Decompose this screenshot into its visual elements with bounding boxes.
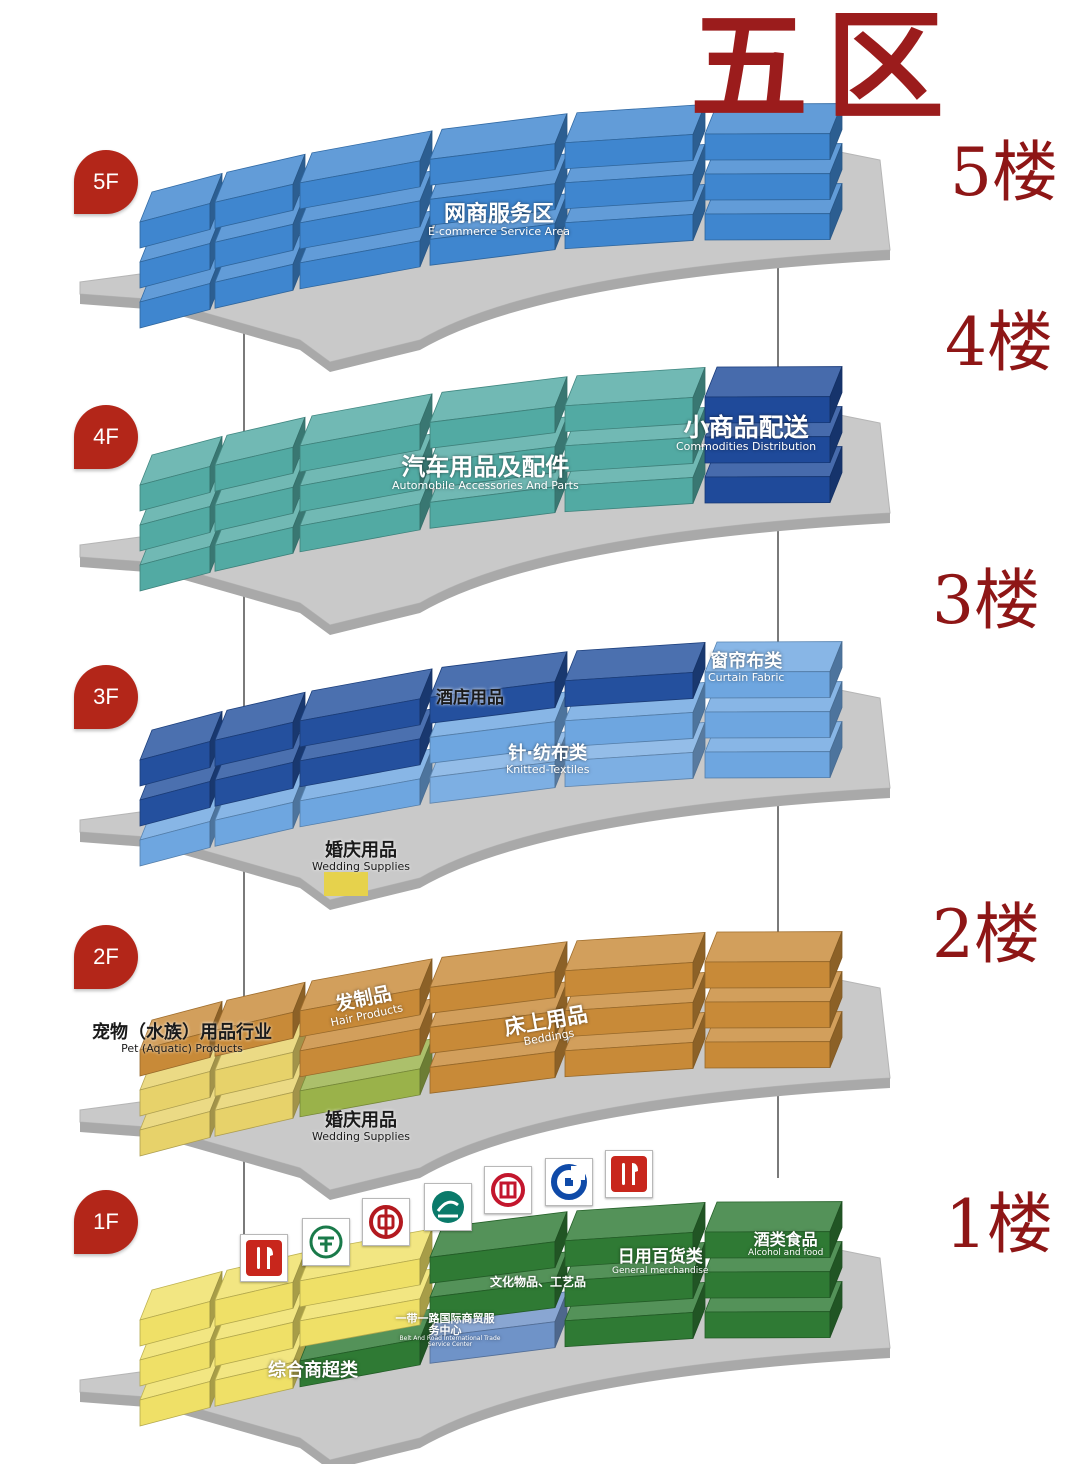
floor-2f-stall-15 (429, 941, 568, 1014)
zone-name: 宠物（水族）用品行业 (92, 1022, 272, 1043)
zone-label-automobile-accessories: 汽车用品及配件 Automobile Accessories And Parts (392, 453, 579, 493)
floor-badge-3f[interactable]: 3F (74, 665, 138, 729)
floor-label-2: 2楼 (932, 896, 1040, 973)
zone-label-ecommerce-service: 网商服务区 E-commerce Service Area (428, 203, 570, 238)
zone-name-en: E-commerce Service Area (428, 225, 570, 239)
floor-badge-1f[interactable]: 1F (74, 1190, 138, 1254)
zone-name: 婚庆用品 (325, 840, 397, 861)
floor-2f-stall-17 (704, 931, 843, 989)
floor-3f-stall-13 (214, 691, 306, 767)
floor-1f-stall-16 (564, 1201, 706, 1268)
floor-5f-stall-17 (704, 103, 843, 161)
floor-label-4: 4楼 (945, 304, 1053, 381)
agricultural-bank-icon[interactable] (424, 1183, 472, 1231)
zone-name-en: Automobile Accessories And Parts (392, 479, 579, 493)
zone-title: 五区 (690, 0, 963, 136)
floor-4f-stall-13 (214, 416, 306, 492)
zone-name-en: Pet (Aquatic) Products (121, 1041, 243, 1055)
zone-name-en: Alcohol and food (748, 1247, 824, 1258)
floor-badge-4f[interactable]: 4F (74, 405, 138, 469)
zone-name-en: Commodities Distribution (676, 440, 817, 454)
floor-2f-stall-12 (139, 1000, 223, 1077)
floor-2f-stall-13 (214, 981, 306, 1057)
zone-name: 针·纺布类 (508, 743, 588, 764)
bank-of-china-glyph (369, 1205, 403, 1239)
zone-name: 婚庆用品 (325, 1110, 397, 1131)
zone-name-en: Curtain Fabric (708, 670, 785, 684)
floor-label-1: 1楼 (945, 1186, 1053, 1263)
zone-name: 汽车用品及配件 (401, 453, 570, 481)
floor-1f (79, 1201, 891, 1464)
floor-4f-stall-15 (429, 376, 568, 449)
floor-label-5: 5楼 (950, 134, 1058, 211)
floor-1f-stall-15 (429, 1211, 568, 1284)
zone-name: 一带一路国际商贸服务中心 (395, 1312, 495, 1337)
zone-name-en: Knitted-Textiles (506, 762, 590, 776)
icbc-bank-icon[interactable] (484, 1166, 532, 1214)
postal-bank-glyph (309, 1225, 343, 1259)
zone-name: 酒类食品 (753, 1230, 818, 1249)
zone-label-pet-products: 宠物（水族）用品行业 Pet (Aquatic) Products (92, 1022, 272, 1055)
floor-3f-small-block (324, 872, 368, 896)
zone-label-alcohol-food: 酒类食品 Alcohol and food (748, 1230, 824, 1258)
zone-label-curtain-fabric: 窗帘布类 Curtain Fabric (708, 651, 785, 684)
floor-5f-stall-16 (564, 103, 706, 170)
floor-3f-stall-17 (704, 641, 843, 699)
floor-5f-stall-14 (299, 130, 433, 210)
zone-label-general-merchandise: 日用百货类 General merchandise (612, 1247, 709, 1276)
zone-name-en: General merchandise (612, 1265, 709, 1276)
zone-name: 日用百货类 (617, 1247, 703, 1267)
floor-3f (79, 641, 891, 910)
floor-1f-stall-17 (704, 1201, 843, 1259)
zone-label-wedding-supplies-2f: 婚庆用品 Wedding Supplies (312, 1110, 411, 1143)
zone-name: 小商品配送 (683, 413, 809, 442)
icbc-glyph (491, 1173, 525, 1207)
floor-4f (79, 366, 891, 635)
bank-of-china-icon[interactable] (362, 1198, 410, 1246)
zone-label-culture-crafts: 文化物品、工艺品 (490, 1276, 586, 1289)
floor-5f-stall-15 (429, 113, 568, 186)
zone-label-belt-road-center: 一带一路国际商贸服务中心 Belt And Road International… (395, 1313, 505, 1349)
floor-2f-stall-16 (564, 931, 706, 998)
zone-label-hotel-supplies: 酒店用品 (436, 688, 504, 708)
zone-name-en: Wedding Supplies (312, 859, 411, 873)
ccb-glyph (551, 1164, 587, 1200)
floor-label-3: 3楼 (932, 562, 1040, 639)
floor-4f-stall-16 (564, 366, 706, 433)
floor-4f-stall-17 (704, 366, 843, 424)
restaurant-icon[interactable] (240, 1234, 288, 1282)
zone-name: 酒店用品 (436, 688, 504, 708)
zone-name: 文化物品、工艺品 (490, 1275, 587, 1289)
zone-label-commodities-distribution: 小商品配送 Commodities Distribution (676, 413, 817, 454)
zone-name: 窗帘布类 (710, 651, 783, 672)
zone-name-en: Belt And Road International Trade Servic… (399, 1335, 501, 1349)
floor-5f (79, 103, 891, 372)
floor-3f-stall-15 (429, 651, 568, 724)
restaurant-glyph (611, 1156, 647, 1192)
floor-3f-stall-14 (299, 668, 433, 748)
zone-name: 综合商超类 (268, 1360, 358, 1381)
agricultural-bank-glyph (432, 1191, 464, 1223)
floor-badge-2f[interactable]: 2F (74, 925, 138, 989)
zone-name: 网商服务区 (443, 202, 554, 227)
restaurant-icon[interactable] (605, 1150, 653, 1198)
zone-label-wedding-supplies-3f: 婚庆用品 Wedding Supplies (312, 840, 411, 873)
floor-5f-stall-13 (214, 153, 306, 229)
restaurant-glyph (246, 1240, 282, 1276)
floor-2f-stall-14 (299, 958, 433, 1038)
floor-3f-stall-16 (564, 641, 706, 708)
zone-label-supermarket: 综合商超类 (268, 1360, 358, 1381)
china-construction-bank-icon[interactable] (545, 1158, 593, 1206)
floor-badge-5f[interactable]: 5F (74, 150, 138, 214)
postal-savings-bank-icon[interactable] (302, 1218, 350, 1266)
floor-4f-stall-14 (299, 393, 433, 473)
floor-2f (79, 931, 891, 1200)
zone-name-en: Wedding Supplies (312, 1129, 411, 1143)
floor-5f-stall-12 (139, 172, 223, 249)
zone-label-knitted-textiles: 针·纺布类 Knitted-Textiles (506, 743, 590, 776)
